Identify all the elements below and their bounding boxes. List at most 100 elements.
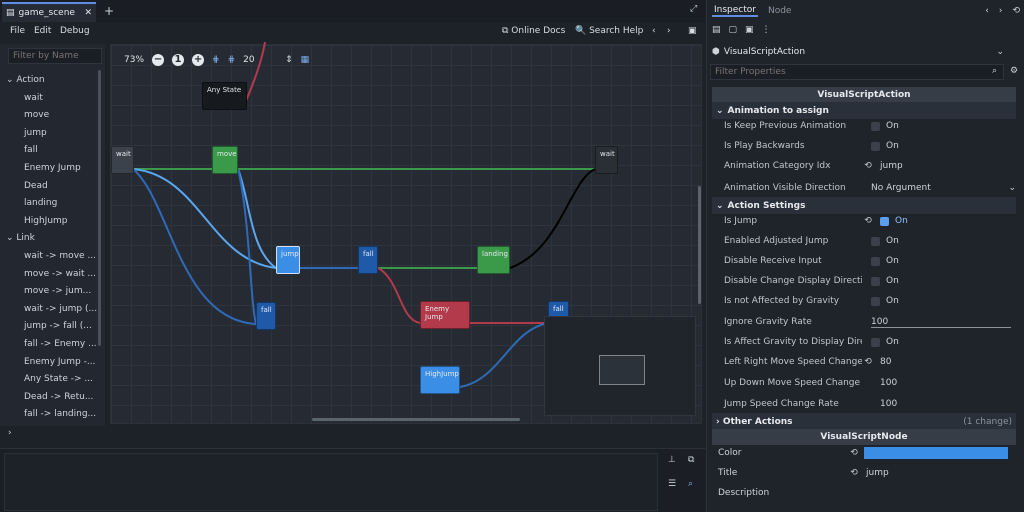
save-icon[interactable]: ▣ — [745, 25, 754, 35]
section-other-actions[interactable]: › Other Actions(1 change) — [712, 413, 1016, 430]
node-fall-2[interactable]: fall — [256, 302, 276, 330]
checkbox[interactable] — [871, 337, 880, 347]
history-back-icon[interactable]: ‹ — [652, 26, 656, 36]
tree-item[interactable]: jump — [24, 127, 47, 138]
tab-node[interactable]: Node — [767, 6, 792, 16]
copy-icon[interactable]: ⧉ — [688, 455, 695, 465]
reset-icon[interactable]: ⟲ — [850, 468, 858, 478]
tree-item[interactable]: fall -> landing... — [24, 409, 97, 420]
tab-inspector[interactable]: Inspector — [712, 5, 758, 17]
add-tab-icon[interactable]: + — [104, 4, 115, 18]
graph-minimap[interactable] — [544, 316, 696, 416]
tree-item[interactable]: landing — [24, 198, 58, 209]
tree-item[interactable]: HighJump — [24, 215, 68, 226]
color-swatch[interactable] — [864, 447, 1008, 459]
node-wait-2[interactable]: wait — [595, 146, 618, 174]
grid-toggle-icon[interactable]: ⋕ — [227, 55, 236, 65]
tree-item[interactable]: move — [24, 110, 50, 121]
node-jump[interactable]: jump — [276, 246, 300, 274]
fullscreen-icon[interactable]: ⤢ — [690, 4, 698, 14]
tree-item[interactable]: move -> wait ... — [24, 268, 96, 279]
prop-value[interactable]: jump — [880, 161, 903, 171]
tree-item[interactable]: Enemy Jump -... — [24, 356, 96, 367]
tree-group-1[interactable]: ⌄ Link — [6, 230, 98, 248]
snap-toggle-icon[interactable]: ⋕ — [212, 55, 220, 65]
history-forward-icon[interactable]: › — [667, 26, 671, 36]
object-selector[interactable]: ⬢ VisualScriptAction ⌄ — [712, 44, 1004, 60]
tree-item[interactable]: wait -> jump (... — [24, 303, 98, 314]
graph-v-scrollbar[interactable] — [698, 186, 701, 304]
new-resource-icon[interactable]: ▤ — [712, 25, 721, 35]
node-wait[interactable]: wait — [111, 146, 134, 174]
checkbox[interactable] — [871, 236, 880, 246]
section-animation[interactable]: ⌄ Animation to assign — [712, 102, 1016, 119]
tree-item[interactable]: wait — [24, 92, 43, 103]
prop-value[interactable]: 80 — [880, 357, 892, 367]
tree-item[interactable]: Dead — [24, 180, 48, 191]
checkbox[interactable] — [871, 296, 880, 306]
filter-by-name-input[interactable] — [8, 48, 102, 64]
node-landing[interactable]: landing — [477, 246, 510, 274]
zoom-in-icon[interactable]: + — [192, 54, 205, 66]
node-enemy-jump[interactable]: Enemy Jump — [420, 301, 470, 329]
node-highjump[interactable]: HighJump — [420, 366, 460, 394]
scene-tab[interactable]: ▤ game_scene ✕ — [2, 2, 96, 22]
title-value[interactable]: jump — [866, 468, 889, 478]
checkbox[interactable] — [880, 216, 889, 226]
node-move[interactable]: move — [212, 146, 238, 174]
prop-value[interactable]: 100 — [880, 399, 898, 409]
list-icon[interactable]: ☰ — [668, 479, 677, 489]
history-icon[interactable]: ⟲ — [1012, 6, 1020, 16]
object-icon: ⬢ — [712, 47, 720, 57]
checkbox[interactable] — [871, 276, 880, 286]
prop-value[interactable]: 100 — [871, 317, 1011, 328]
checkbox[interactable] — [871, 256, 880, 266]
forward-icon[interactable]: › — [998, 6, 1003, 16]
checkbox[interactable] — [871, 141, 880, 151]
search-icon[interactable]: ⌕ — [688, 479, 694, 489]
checkbox[interactable] — [871, 121, 880, 131]
node-fall[interactable]: fall — [358, 246, 378, 274]
tree-scrollbar[interactable] — [98, 70, 101, 346]
tree-item[interactable]: wait -> move ... — [24, 250, 96, 261]
section-action-settings[interactable]: ⌄ Action Settings — [712, 197, 1016, 214]
tree-item[interactable]: Enemy Jump — [24, 162, 81, 173]
reset-icon[interactable]: ⟲ — [850, 448, 858, 458]
zoom-reset-icon[interactable]: 1 — [172, 54, 185, 66]
tree-item[interactable]: Dead -> Retu... — [24, 391, 94, 402]
prop-value[interactable]: No Argument — [871, 183, 931, 193]
settings-icon[interactable]: ⚙ — [1010, 66, 1019, 76]
filter-properties-input[interactable] — [710, 64, 1004, 80]
open-icon[interactable]: ▢ — [728, 25, 738, 35]
prop-value[interactable]: 100 — [880, 378, 898, 388]
more-icon[interactable]: ⋮ — [761, 25, 771, 35]
search-help-button[interactable]: 🔍 Search Help — [575, 26, 644, 36]
close-icon[interactable]: ✕ — [84, 8, 92, 18]
tree-item[interactable]: Any State -> ... — [24, 374, 93, 385]
snap-distance[interactable]: 20 — [243, 55, 255, 65]
minimap-toggle-icon[interactable]: ▦ — [300, 55, 310, 65]
menu-edit[interactable]: Edit — [34, 26, 52, 36]
tree-item[interactable]: fall -> Enemy ... — [24, 338, 97, 349]
tree-item[interactable]: move -> jum... — [24, 286, 92, 297]
zoom-out-icon[interactable]: − — [152, 54, 165, 66]
tree-group-0[interactable]: ⌄ Action — [6, 72, 98, 90]
menu-debug[interactable]: Debug — [60, 26, 90, 36]
tree-item[interactable]: fall — [24, 145, 38, 156]
graph-h-scrollbar[interactable] — [312, 418, 520, 421]
reset-icon[interactable]: ⟲ — [864, 161, 872, 171]
back-icon[interactable]: ‹ — [985, 6, 989, 16]
menu-file[interactable]: File — [10, 26, 26, 36]
tree-item[interactable]: jump -> fall (... — [24, 321, 92, 332]
node-any-state[interactable]: Any State — [202, 82, 247, 110]
expand-arrow-icon[interactable]: › — [8, 428, 12, 438]
node-header-label: VisualScriptNode — [820, 432, 908, 442]
spinner-icon[interactable]: ⇕ — [285, 55, 293, 65]
online-docs-button[interactable]: ⧉ Online Docs — [502, 26, 566, 36]
section-label: Other Actions — [722, 416, 793, 427]
distraction-free-icon[interactable]: ▣ — [688, 26, 697, 36]
reset-icon[interactable]: ⟲ — [864, 216, 872, 226]
clear-icon[interactable]: ⊥ — [668, 455, 676, 465]
reset-icon[interactable]: ⟲ — [864, 357, 872, 367]
